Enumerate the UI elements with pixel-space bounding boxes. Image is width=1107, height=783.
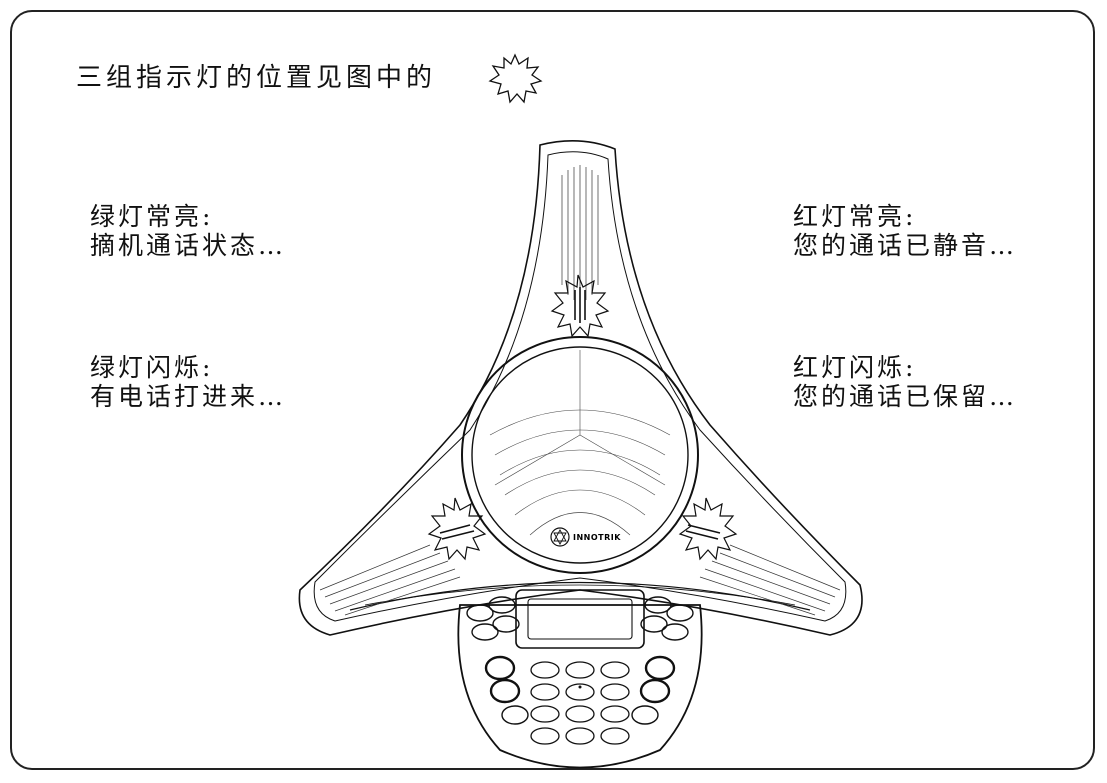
left-indicator-starburst xyxy=(427,497,487,561)
red-steady-heading: 红灯常亮: xyxy=(793,202,917,231)
diagram-title: 三组指示灯的位置见图中的 xyxy=(76,63,437,93)
green-steady-heading: 绿灯常亮: xyxy=(90,202,214,231)
right-indicator-starburst xyxy=(678,497,738,561)
red-steady-note: 红灯常亮: 您的通话已静音… xyxy=(793,202,1017,260)
red-steady-text: 您的通话已静音… xyxy=(793,231,1018,260)
starburst-icon xyxy=(488,53,543,104)
center-speaker xyxy=(461,336,699,574)
conference-phone-illustration: INNOTRIK xyxy=(298,140,863,769)
diagram-frame xyxy=(10,10,1095,770)
red-flash-text: 您的通话已保留… xyxy=(793,382,1018,411)
green-flash-note: 绿灯闪烁: 有电话打进来… xyxy=(90,353,286,411)
brand-logo: INNOTRIK xyxy=(550,527,621,547)
brand-text: INNOTRIK xyxy=(573,533,621,542)
numeric-keypad xyxy=(530,661,630,745)
green-flash-text: 有电话打进来… xyxy=(90,382,287,411)
keypad-base xyxy=(457,604,703,769)
green-flash-heading: 绿灯闪烁: xyxy=(90,353,214,382)
green-steady-note: 绿灯常亮: 摘机通话状态… xyxy=(90,202,286,260)
green-steady-text: 摘机通话状态… xyxy=(90,231,287,260)
top-indicator-starburst xyxy=(550,274,610,338)
red-flash-heading: 红灯闪烁: xyxy=(793,353,917,382)
phone-body-outline xyxy=(298,140,863,636)
red-flash-note: 红灯闪烁: 您的通话已保留… xyxy=(793,353,1017,411)
